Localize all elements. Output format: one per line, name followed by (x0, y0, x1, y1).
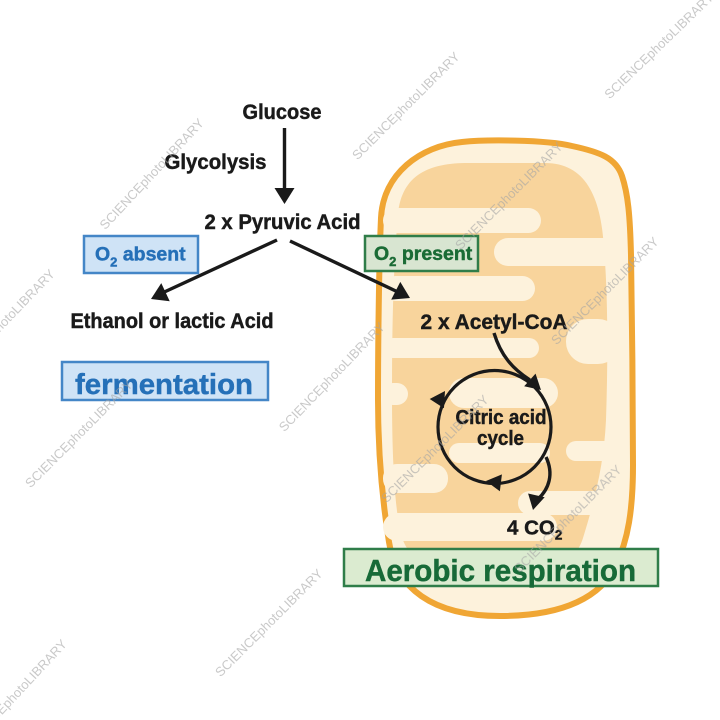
svg-text:O2 absent: O2 absent (95, 244, 186, 270)
svg-text:Ethanol or lactic Acid: Ethanol or lactic Acid (71, 310, 274, 333)
svg-text:Glycolysis: Glycolysis (165, 151, 267, 174)
svg-text:Aerobic respiration: Aerobic respiration (365, 554, 636, 588)
svg-text:4 CO2: 4 CO2 (507, 517, 562, 543)
svg-text:Citric acid: Citric acid (456, 406, 547, 429)
svg-text:2 x Pyruvic Acid: 2 x Pyruvic Acid (205, 211, 361, 234)
svg-text:Glucose: Glucose (243, 101, 322, 124)
svg-text:2 x Acetyl-CoA: 2 x Acetyl-CoA (421, 310, 568, 334)
svg-text:fermentation: fermentation (75, 369, 253, 401)
svg-text:cycle: cycle (477, 427, 524, 450)
